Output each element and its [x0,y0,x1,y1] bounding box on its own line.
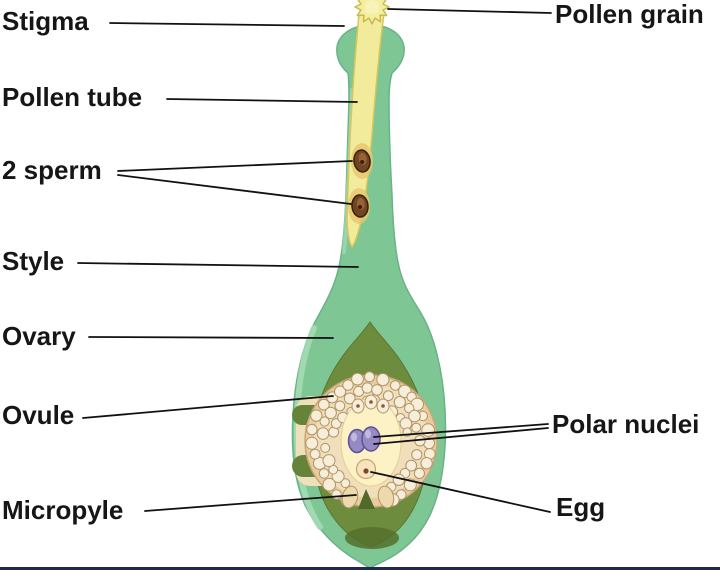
label-stigma: Stigma [2,6,89,36]
sperm-lower-leader-line [117,174,352,205]
pollen-grain-shape [354,0,390,25]
antipodal-nuclei-dots [356,400,385,408]
polar-nuclei-leader-line-b [373,427,549,445]
pollen-grain-leader-line [387,8,552,14]
polar-nuclei-leader-line-a [373,423,549,438]
stigma-leader-line [109,22,345,27]
sperm-cell-lower [351,194,369,218]
sperm-upper-leader-line [117,160,353,172]
micropyle-leader-line [144,494,357,512]
egg-leader-line [370,471,551,513]
label-micropyle: Micropyle [2,495,124,525]
polar-nuclei [347,426,381,454]
egg-cell [355,458,377,480]
label-ovule: Ovule [2,400,75,430]
label-pollen-tube: Pollen tube [2,82,143,112]
label-pollen-grain: Pollen grain [555,0,704,29]
leader-lines [77,8,552,513]
label-two-sperm: 2 sperm [2,155,102,185]
label-style: Style [2,246,65,276]
pollen-tube-leader-line [166,98,358,103]
ovary-leader-line [88,336,334,339]
label-ovary: Ovary [2,321,76,351]
ovule-leader-line [82,395,334,419]
sperm-cell-upper [353,149,371,173]
style-leader-line [77,262,359,268]
label-egg: Egg [556,492,606,522]
label-polar-nuclei: Polar nuclei [552,409,700,439]
locule-bottom-shadow [345,527,399,549]
bottom-edge-bar [0,567,720,570]
